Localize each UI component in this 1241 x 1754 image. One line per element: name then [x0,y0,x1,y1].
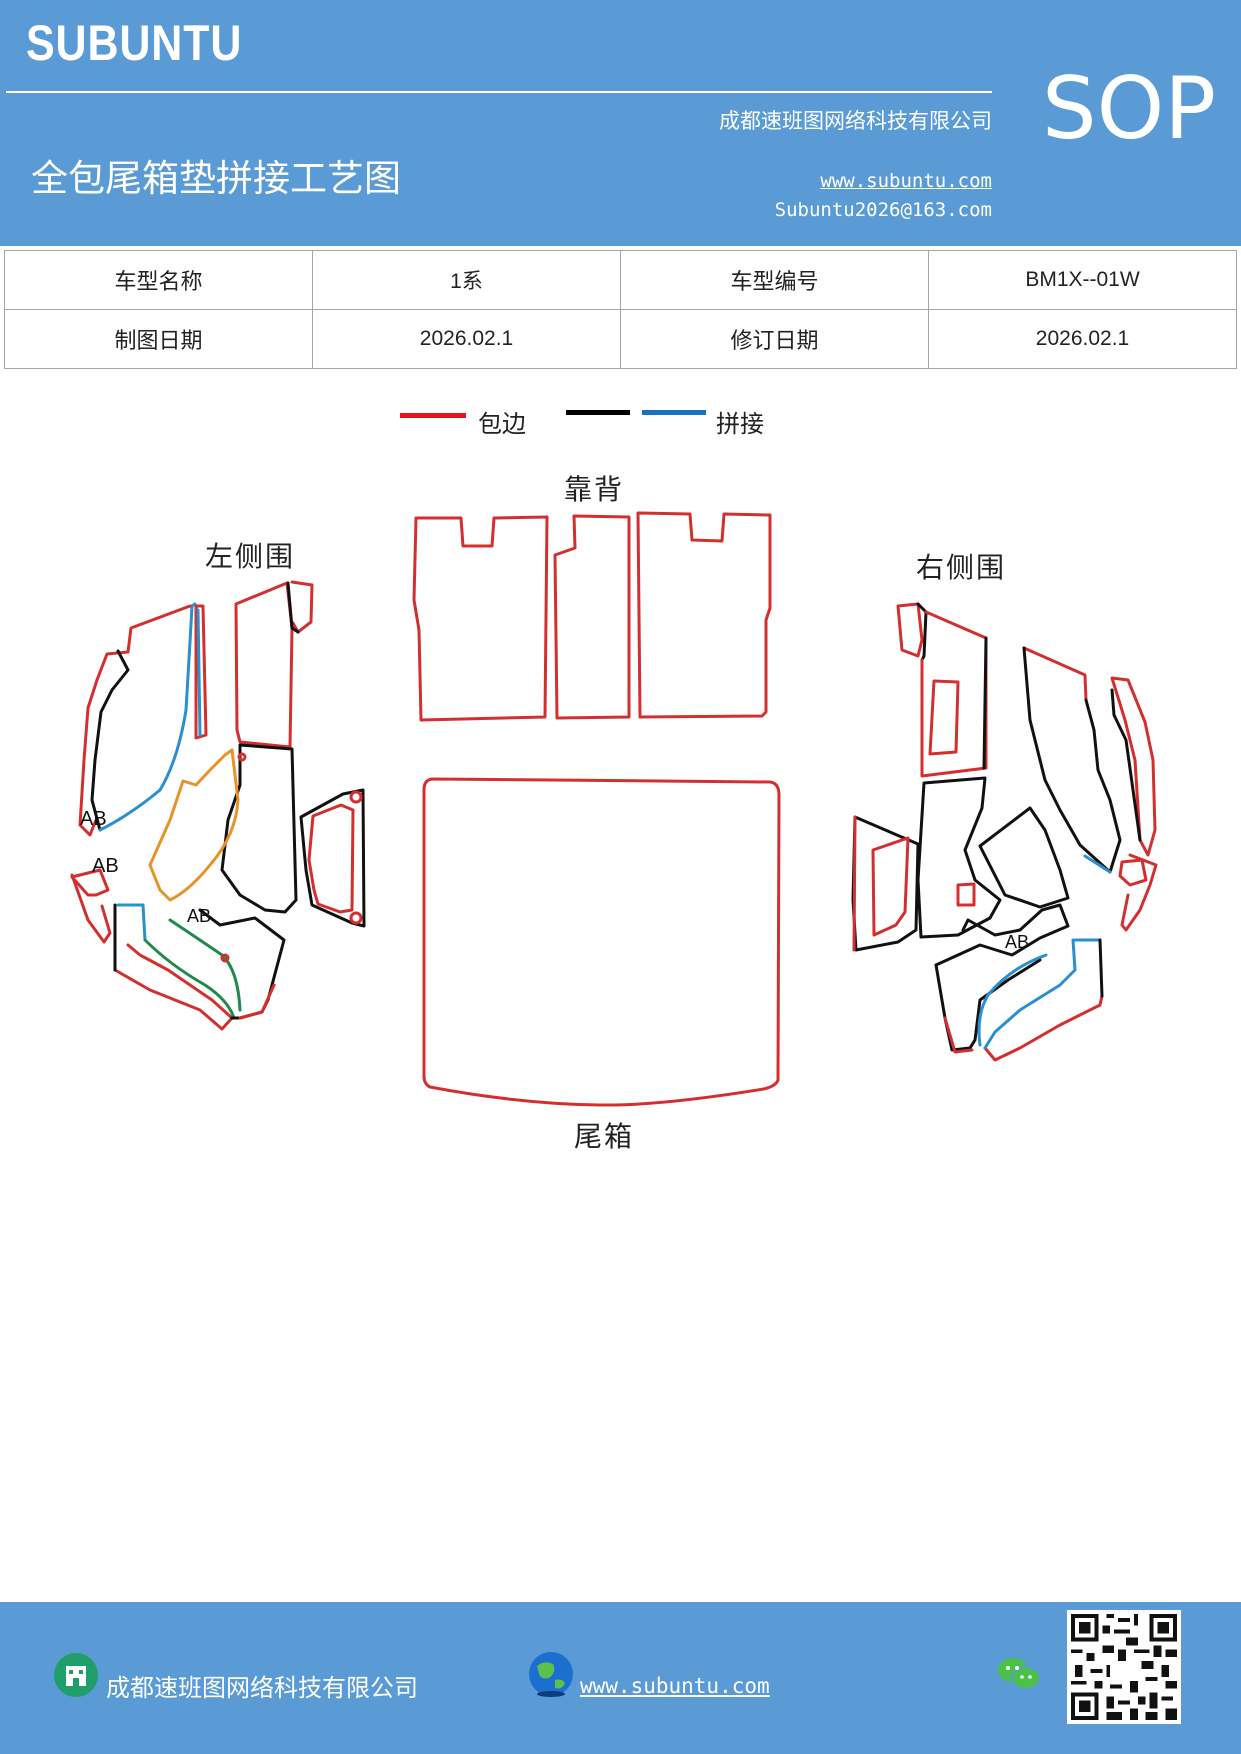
legend-swatch-red [400,413,466,418]
marker-ab-2: AB [92,855,119,877]
model-code-label: 车型编号 [620,250,929,310]
model-name-value: 1系 [312,250,621,310]
footer-company-name: 成都速班图网络科技有限公司 [106,1674,418,1702]
left-upper-tab-seam [286,581,300,634]
backrest-panel-left [412,515,549,722]
legend-swatch-black [566,410,630,415]
left-mid-panel [220,743,298,914]
legend-label-edge: 包边 [478,410,526,438]
model-name-label: 车型名称 [4,250,313,310]
right-upper-panel [920,610,988,778]
label-trunk: 尾箱 [574,1120,635,1153]
right-lower-red [943,994,1104,1062]
left-panel-seam-black [90,649,130,832]
email-address: Subuntu2026@163.com [774,199,992,221]
building-icon [54,1653,98,1697]
right-outer-strip-black [1110,688,1142,842]
mat-diagram: AB AB AB AB [70,511,1158,1107]
footer-website-link[interactable]: www.subuntu.com [580,1674,770,1698]
brand-logo: SUBUNTU [26,15,243,71]
marker-ab-1: AB [80,808,107,830]
revision-date-value: 2026.02.1 [928,309,1237,369]
right-big-panel-black [1022,646,1122,874]
page-title: 全包尾箱垫拼接工艺图 [31,157,401,200]
draw-date-label: 制图日期 [4,309,313,369]
website-link[interactable]: www.subuntu.com [820,170,992,192]
right-lower-blue [977,938,1102,1050]
trunk-floor-panel [422,777,781,1107]
left-window-red [307,803,355,914]
left-lower-green [143,918,242,1020]
model-code-value: BM1X--01W [928,250,1237,310]
left-lower-hole [220,953,230,963]
backrest-panel-right [636,511,772,719]
right-top-tab-seam [916,602,928,662]
right-big-panel-blue [1083,854,1112,874]
table-row: 车型名称 1系 车型编号 BM1X--01W [4,250,1237,310]
table-row: 制图日期 2026.02.1 修订日期 2026.02.1 [4,309,1237,369]
right-top-tab [896,602,924,658]
left-window-hole-bottom [349,911,363,925]
right-upper-window [928,679,960,756]
left-strip-seam [196,608,202,737]
right-upper-seam [982,636,988,770]
left-panel-top [126,604,192,654]
revision-date-label: 修订日期 [620,309,929,369]
draw-date-value: 2026.02.1 [312,309,621,369]
legend-label-seam: 拼接 [716,410,764,438]
label-right-side: 右侧围 [916,551,1007,584]
left-panel-seam-blue [98,602,197,832]
left-strip [194,604,208,740]
left-panel-outer [78,650,130,837]
globe-icon [529,1652,573,1697]
label-left-side: 左侧围 [205,540,296,573]
marker-left: AB [187,906,211,926]
left-window-hole-top [349,790,363,804]
right-lower-black-edge [1098,938,1104,998]
header-banner: SUBUNTU SOP 成都速班图网络科技有限公司 全包尾箱垫拼接工艺图 www… [0,0,1241,246]
label-backrest: 靠背 [564,473,625,506]
left-upper-tab [290,580,314,634]
company-name: 成都速班图网络科技有限公司 [719,109,992,133]
footer-banner: 成都速班图网络科技有限公司 www.subuntu.com [0,1602,1241,1754]
backrest-panel-middle [553,514,631,720]
left-lower-small [70,868,110,897]
left-mid-hole [237,752,247,762]
left-window-panel [299,788,366,928]
left-lower-main [113,943,234,1031]
left-lower-small-2 [70,873,112,944]
left-lower-blue [116,903,147,942]
right-outer-lower [1120,853,1158,932]
legend-swatch-blue [642,410,706,415]
right-outer-small [1118,858,1148,887]
right-lower-panel [934,903,1070,967]
right-outer-strip [1110,676,1157,857]
right-diag-panel [978,806,1070,909]
qr-code [1067,1610,1181,1724]
info-table: 车型名称 1系 车型编号 BM1X--01W 制图日期 2026.02.1 修订… [4,250,1237,369]
right-mid-panel [916,776,1002,939]
wechat-icon [998,1658,1041,1690]
left-mid-orange [148,748,240,902]
right-mid-hole [956,882,976,907]
right-big-panel [1022,646,1088,702]
left-lower-red-tip [238,983,276,1020]
marker-right: AB [1005,932,1029,952]
right-window-red [852,815,910,952]
legend: 包边 拼接 [400,404,820,444]
header-divider [6,91,992,93]
left-upper-panel [234,581,294,749]
sop-label: SOP [1042,59,1217,159]
